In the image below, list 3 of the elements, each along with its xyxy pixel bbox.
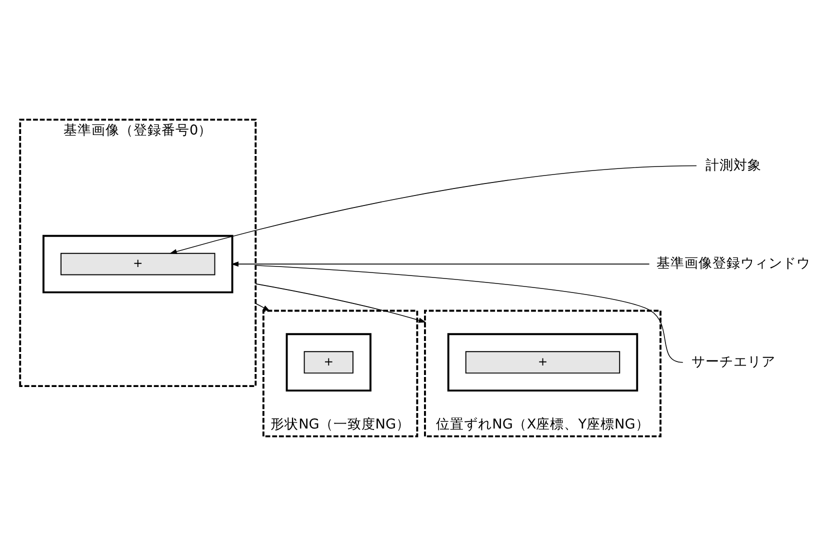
node-text: サーチエリア	[691, 353, 776, 370]
node-text: 基準画像登録ウィンドウ	[656, 255, 810, 272]
node-text: 計測対象	[705, 156, 762, 173]
